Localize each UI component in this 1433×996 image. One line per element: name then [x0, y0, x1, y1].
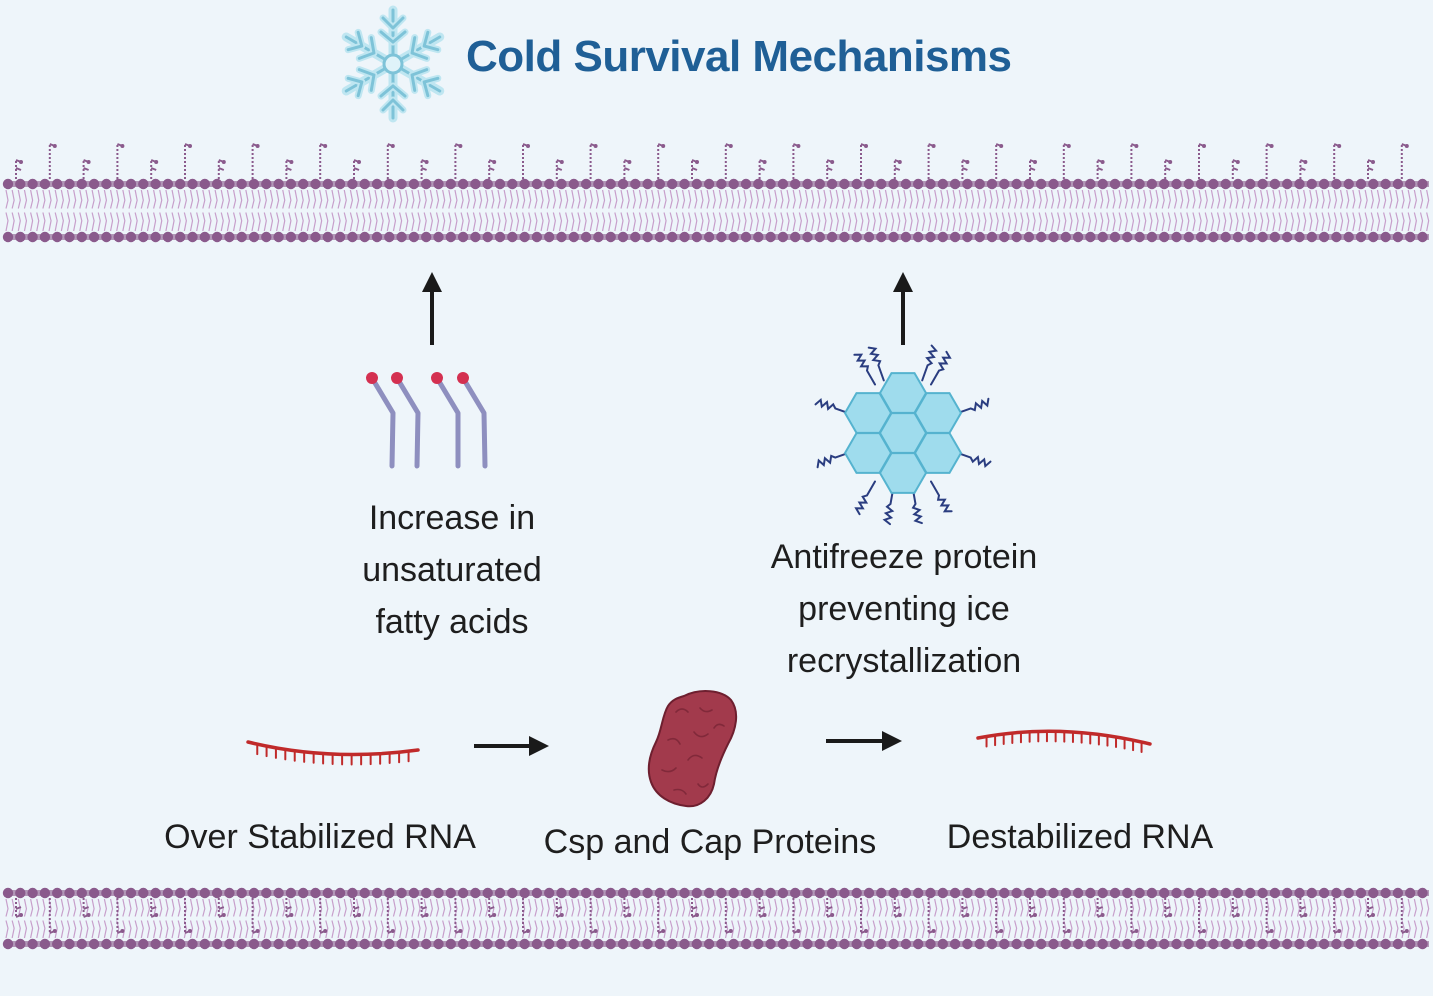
over-stabilized-rna-label: Over Stabilized RNA: [164, 818, 476, 856]
cell-membrane-bottom: [2, 887, 1430, 950]
antifreeze-label-line-2: preventing ice: [798, 590, 1010, 628]
rna-strand-icon-destabilized: [976, 729, 1152, 754]
csp-cap-protein-icon: [647, 690, 738, 808]
snowflake-icon: [340, 5, 446, 118]
destabilized-rna-label: Destabilized RNA: [946, 818, 1214, 856]
fatty-acids-label-line-3: fatty acids: [375, 603, 529, 641]
antifreeze-label-line-3: recrystallization: [786, 642, 1022, 680]
antifreeze-label: Antifreeze protein preventing ice recrys…: [744, 531, 1064, 687]
rna-strand-icon: [246, 740, 420, 766]
unsaturated-fatty-acid-icon: [366, 372, 488, 469]
antifreeze-protein-ice-crystal-icon: [814, 344, 992, 526]
antifreeze-label-line-1: Antifreeze protein: [770, 538, 1038, 576]
fatty-acids-label: Increase in unsaturated fatty acids: [332, 492, 572, 648]
cell-membrane-top: [2, 143, 1430, 243]
diagram-title: Cold Survival Mechanisms: [466, 32, 1012, 81]
csp-cap-proteins-label: Csp and Cap Proteins: [543, 823, 877, 861]
fatty-acids-label-line-1: Increase in: [368, 499, 536, 537]
fatty-acids-label-line-2: unsaturated: [362, 551, 542, 589]
